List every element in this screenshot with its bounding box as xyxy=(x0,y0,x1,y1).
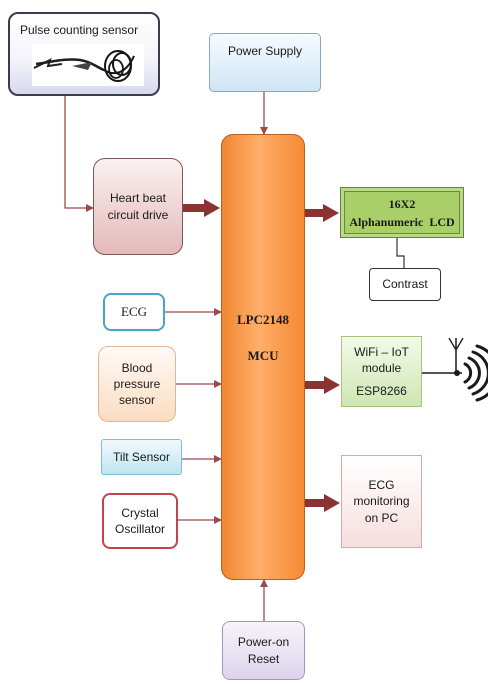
ecg-block: ECG xyxy=(103,293,165,331)
blood-pressure-block: Blood pressure sensor xyxy=(98,346,176,422)
heart-beat-line2: circuit drive xyxy=(107,207,169,222)
blood-pressure-line2: pressure xyxy=(113,376,161,391)
wifi-module-block: WiFi – IoT module ESP8266 xyxy=(341,336,422,407)
pulse-sensor-block: Pulse counting sensor xyxy=(8,12,160,96)
antenna-icon xyxy=(422,337,464,376)
ecg-label: ECG xyxy=(121,304,147,320)
mcu-line2: MCU xyxy=(247,347,279,363)
mcu-block: LPC2148 MCU xyxy=(221,134,305,580)
ecg-pc-line2: monitoring xyxy=(353,494,410,509)
wire-contrast-to-lcd xyxy=(396,238,405,268)
ecg-pc-monitoring-block: ECG monitoring on PC xyxy=(341,455,422,548)
power-on-reset-block: Power-on Reset xyxy=(222,621,305,680)
wifi-line1: WiFi – IoT xyxy=(354,345,409,360)
power-supply-label: Power Supply xyxy=(227,44,303,58)
heart-beat-circuit-block: Heart beat circuit drive xyxy=(93,158,183,255)
crystal-oscillator-block: Crystal Oscillator xyxy=(102,493,178,549)
lcd-screen: 16X2 Alphanumeric LCD xyxy=(344,191,460,234)
ecg-pc-line3: on PC xyxy=(364,510,399,525)
crystal-line1: Crystal xyxy=(121,505,159,520)
crystal-line2: Oscillator xyxy=(114,522,165,536)
mcu-line1: LPC2148 xyxy=(237,312,289,327)
wifi-line2: module xyxy=(361,361,402,376)
lcd-line2: Alphanumeric LCD xyxy=(349,214,455,229)
reset-line2: Reset xyxy=(247,651,280,666)
wireless-signal-icon xyxy=(463,344,488,402)
heart-beat-line1: Heart beat xyxy=(109,191,167,206)
arrow-heartbeat-to-mcu xyxy=(183,199,220,217)
wifi-line3: ESP8266 xyxy=(356,383,407,398)
contrast-block: Contrast xyxy=(369,268,441,301)
lcd-line1: 16X2 xyxy=(388,196,416,211)
contrast-label: Contrast xyxy=(382,277,428,292)
tilt-sensor-block: Tilt Sensor xyxy=(101,439,182,475)
arrow-mcu-to-wifi xyxy=(305,376,340,394)
blood-pressure-line3: sensor xyxy=(118,393,156,408)
pulse-sensor-image xyxy=(32,44,144,86)
arrow-mcu-to-ecgpc xyxy=(305,494,340,512)
wire-sensor-to-heartbeat xyxy=(64,96,94,212)
power-supply-block: Power Supply xyxy=(209,33,321,92)
lcd-block: 16X2 Alphanumeric LCD xyxy=(340,187,464,238)
blood-pressure-line1: Blood xyxy=(121,360,153,375)
arrow-mcu-to-lcd xyxy=(305,204,339,222)
pulse-sensor-title: Pulse counting sensor xyxy=(20,23,139,37)
ecg-pc-line1: ECG xyxy=(368,478,395,493)
tilt-sensor-label: Tilt Sensor xyxy=(113,449,170,464)
reset-line1: Power-on xyxy=(237,635,290,650)
